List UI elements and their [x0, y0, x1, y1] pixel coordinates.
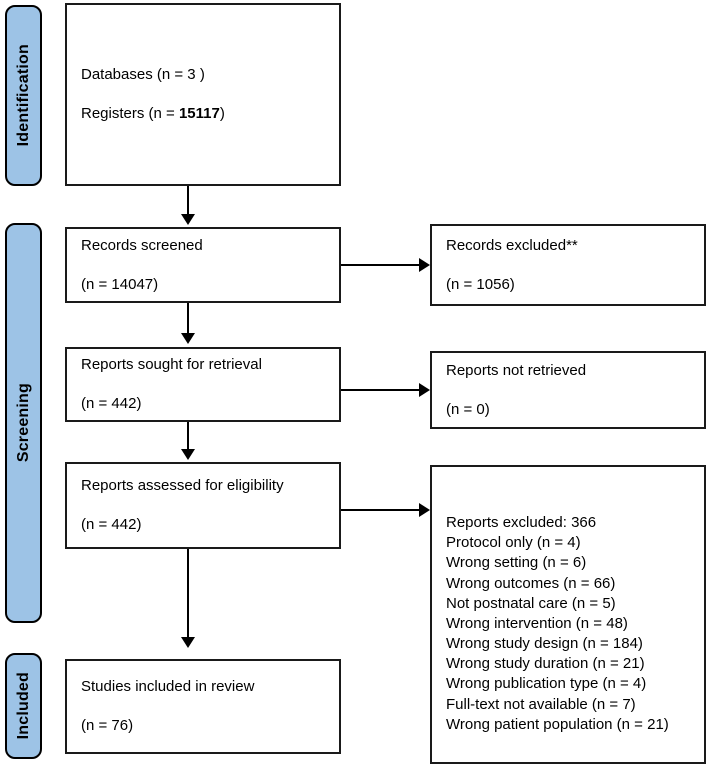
- arrowhead-sought-to-assessed: [181, 449, 195, 460]
- identification-sources-text: Databases (n = 3 ) Registers (n = 15117): [67, 46, 339, 144]
- box-studies-included: Studies included in review (n = 76): [65, 659, 341, 754]
- arrowhead-assessed-to-excluded-reasons: [419, 503, 430, 517]
- phase-bar-identification: Identification: [5, 5, 42, 186]
- studies-included-text: Studies included in review (n = 76): [67, 658, 339, 756]
- phase-label-identification: Identification: [14, 44, 32, 147]
- records-excluded-count: (n = 1056): [446, 275, 515, 293]
- phase-label-included: Included: [14, 672, 32, 740]
- reports-not-retrieved-text: Reports not retrieved (n = 0): [432, 341, 704, 439]
- reports-excluded-reasons-text: Reports excluded: 366 Protocol only (n =…: [446, 514, 669, 733]
- connector-screened-to-excluded: [341, 264, 423, 266]
- box-records-excluded: Records excluded** (n = 1056): [430, 224, 706, 306]
- arrowhead-screened-to-excluded: [419, 258, 430, 272]
- reports-sought-title: Reports sought for retrieval: [81, 356, 262, 374]
- connector-assessed-to-included: [187, 549, 189, 640]
- box-reports-sought: Reports sought for retrieval (n = 442): [65, 347, 341, 422]
- phase-bar-screening: Screening: [5, 223, 42, 623]
- records-screened-count: (n = 14047): [81, 275, 159, 293]
- box-identification-sources: Databases (n = 3 ) Registers (n = 15117): [65, 3, 341, 186]
- sources-line-databases: Databases (n = 3 ): [81, 66, 205, 84]
- arrowhead-sources-to-screened: [181, 214, 195, 225]
- studies-included-count: (n = 76): [81, 717, 134, 735]
- reports-sought-text: Reports sought for retrieval (n = 442): [67, 336, 339, 434]
- registers-suffix: ): [219, 105, 225, 123]
- connector-assessed-to-excluded-reasons: [341, 509, 423, 511]
- phase-bar-included: Included: [5, 653, 42, 759]
- reports-assessed-count: (n = 442): [81, 516, 142, 534]
- records-screened-title: Records screened: [81, 236, 203, 254]
- arrowhead-screened-to-sought: [181, 333, 195, 344]
- reports-assessed-title: Reports assessed for eligibility: [81, 477, 284, 495]
- connector-sources-to-screened: [187, 186, 189, 216]
- studies-included-title: Studies included in review: [81, 678, 255, 696]
- connector-sought-to-assessed: [187, 422, 189, 452]
- records-excluded-title: Records excluded**: [446, 236, 578, 254]
- records-excluded-text: Records excluded** (n = 1056): [432, 216, 704, 314]
- arrowhead-assessed-to-included: [181, 637, 195, 648]
- box-reports-excluded-reasons: Reports excluded: 366 Protocol only (n =…: [430, 465, 706, 764]
- arrowhead-sought-to-not-retrieved: [419, 383, 430, 397]
- connector-sought-to-not-retrieved: [341, 389, 423, 391]
- reports-assessed-text: Reports assessed for eligibility (n = 44…: [67, 457, 339, 555]
- sources-line-registers: Registers (n = 15117): [81, 104, 325, 124]
- registers-prefix: Registers (n =: [81, 105, 179, 123]
- box-reports-assessed: Reports assessed for eligibility (n = 44…: [65, 462, 341, 549]
- records-screened-text: Records screened (n = 14047): [67, 216, 339, 314]
- phase-label-screening: Screening: [14, 383, 32, 463]
- reports-sought-count: (n = 442): [81, 395, 142, 413]
- box-records-screened: Records screened (n = 14047): [65, 227, 341, 303]
- connector-screened-to-sought: [187, 303, 189, 335]
- reports-not-retrieved-count: (n = 0): [446, 400, 490, 418]
- registers-count: 15117: [178, 105, 220, 123]
- box-reports-not-retrieved: Reports not retrieved (n = 0): [430, 351, 706, 429]
- reports-not-retrieved-title: Reports not retrieved: [446, 361, 587, 379]
